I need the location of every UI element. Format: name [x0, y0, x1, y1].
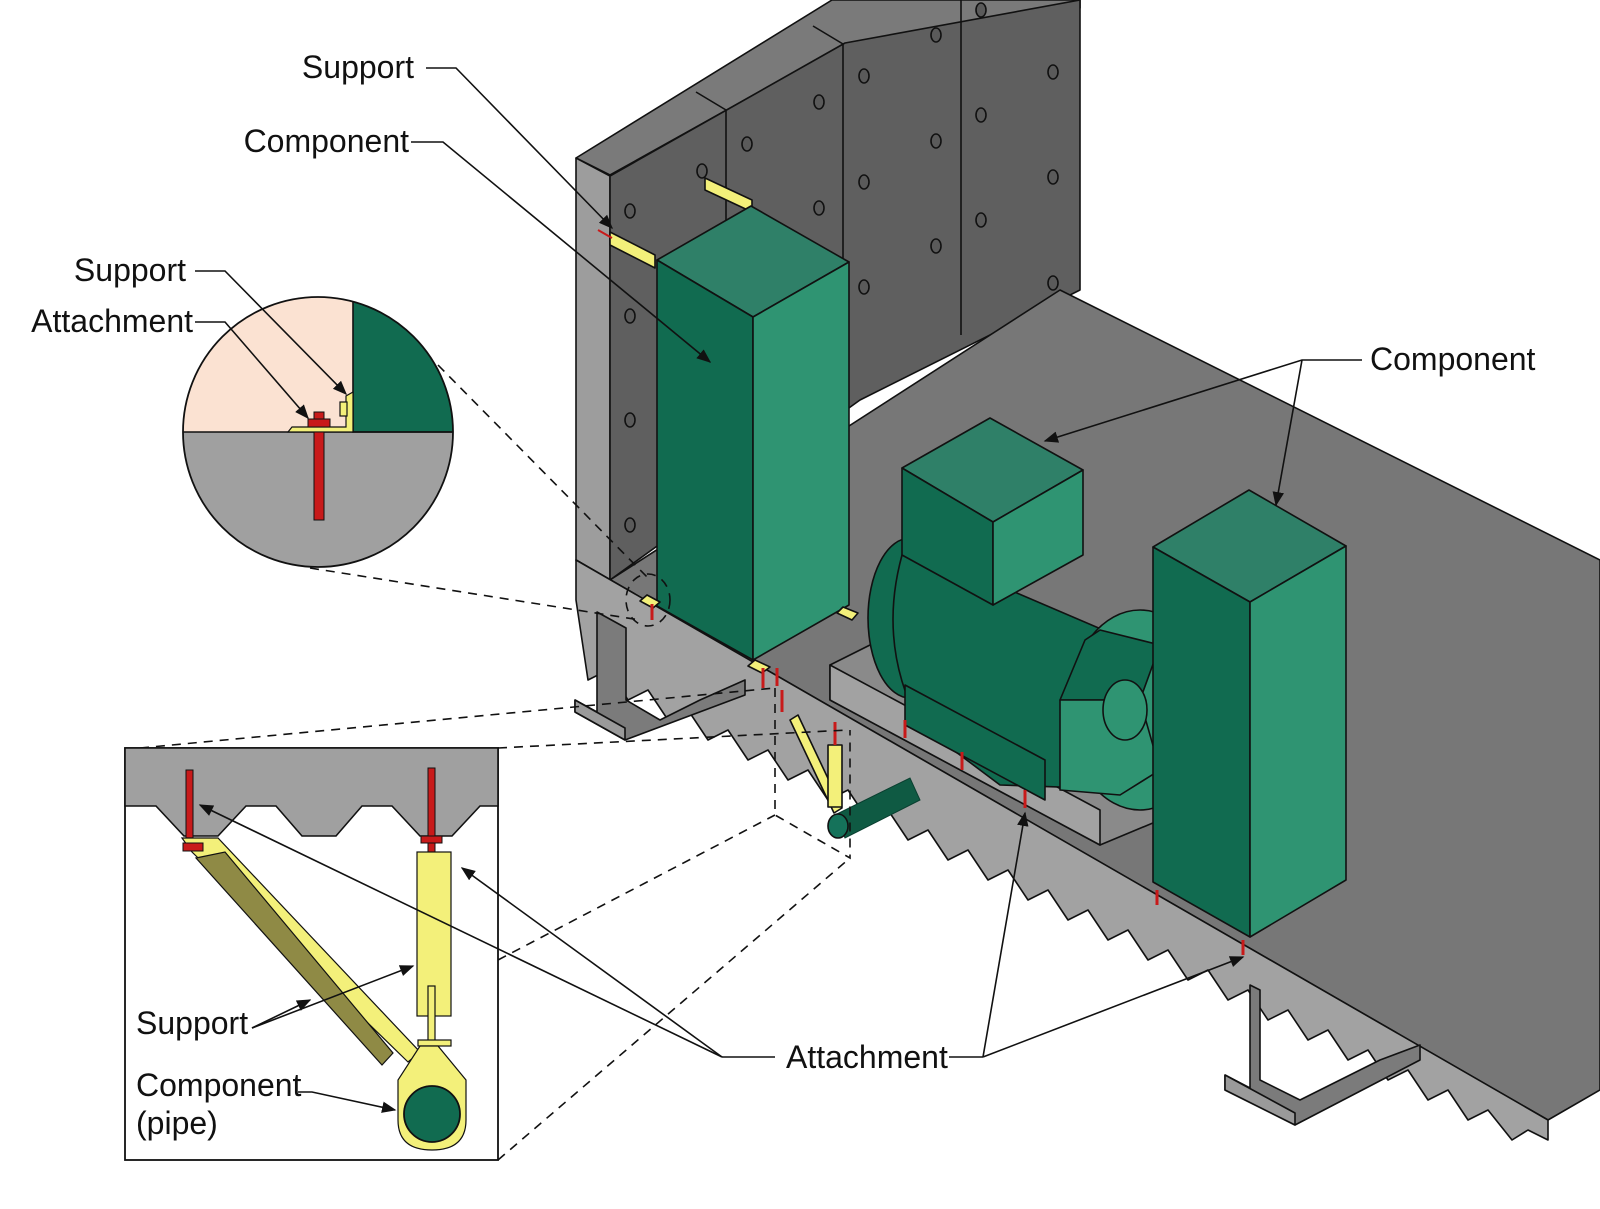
label-right-component: Component	[1370, 341, 1536, 377]
circle-angle-clip	[286, 390, 354, 433]
label-inset-pipe: (pipe)	[136, 1105, 218, 1141]
pipe-end	[827, 813, 849, 839]
label-bottom-attachment: Attachment	[786, 1039, 948, 1075]
deck-edge	[575, 559, 1549, 1141]
circle-detail	[182, 296, 454, 568]
detail-projection-lines	[139, 364, 851, 1161]
pipe-hanger-assembly	[775, 668, 921, 839]
label-top-component: Component	[244, 123, 410, 159]
label-inset-support: Support	[136, 1005, 248, 1041]
label-inset-component: Component	[136, 1067, 302, 1103]
wall-bracket-supports	[597, 177, 753, 269]
label-circle-attachment: Attachment	[31, 303, 193, 339]
labels: Support Component Support Attachment Com…	[31, 49, 1535, 1141]
label-top-support: Support	[302, 49, 414, 85]
cabinet-right	[752, 261, 850, 661]
leader-lines	[195, 67, 1362, 1113]
inset-deck-section	[124, 747, 499, 837]
label-circle-support: Support	[74, 252, 186, 288]
circle-cabinet-section	[352, 297, 453, 433]
wall-holes	[624, 2, 1059, 533]
inset-pipe	[403, 1085, 461, 1143]
circle-anchor-bolt	[313, 431, 325, 521]
inset-detail	[124, 747, 499, 1161]
cabinet-left	[656, 259, 754, 661]
floor-cabinet-component	[1152, 489, 1347, 955]
wall-cabinet-component	[639, 205, 859, 688]
